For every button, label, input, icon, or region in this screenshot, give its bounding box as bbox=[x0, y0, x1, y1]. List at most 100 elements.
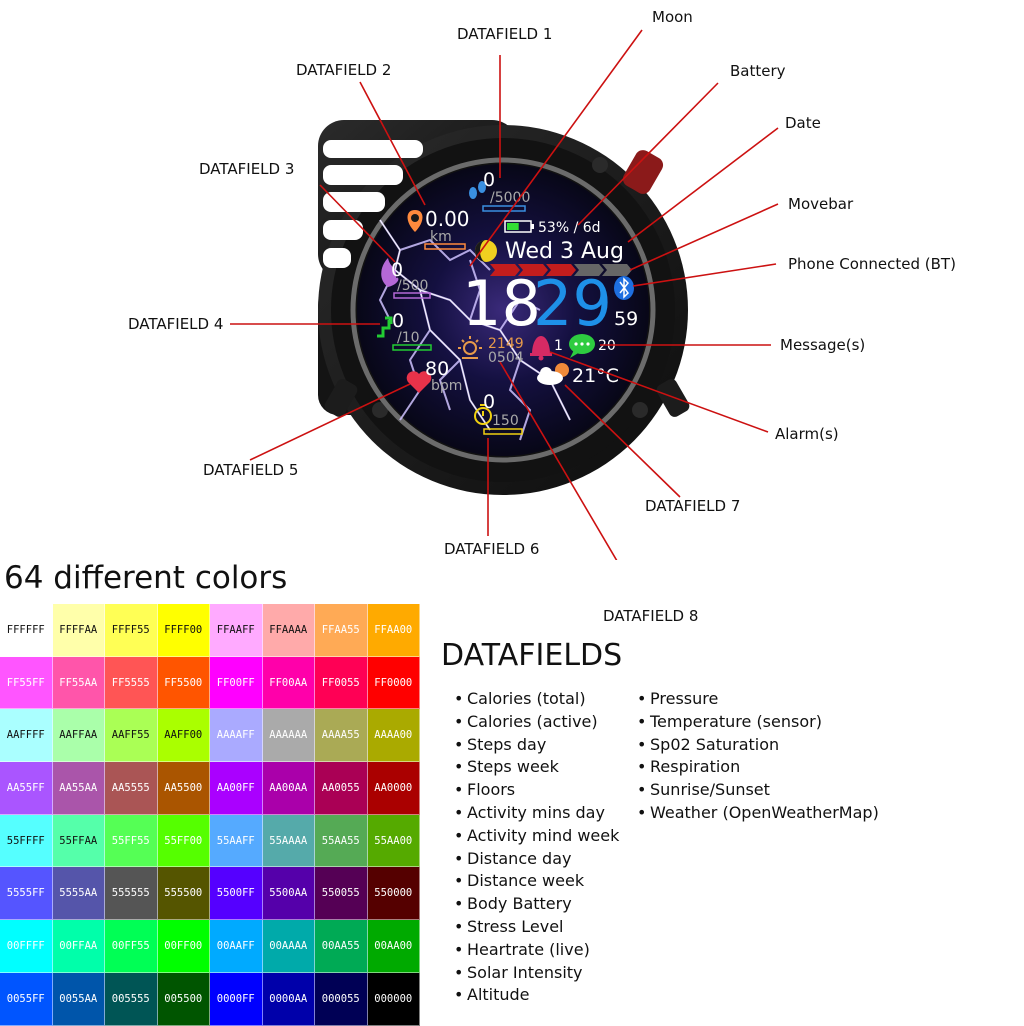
datafield-list-item: Calories (active) bbox=[454, 711, 619, 734]
datafield-list-item: Respiration bbox=[637, 756, 879, 779]
color-swatch: FF55AA bbox=[52, 656, 105, 710]
color-swatch: 0000FF bbox=[210, 972, 263, 1026]
datafield-list-item: Steps week bbox=[454, 756, 619, 779]
color-swatch: AA5500 bbox=[157, 762, 210, 815]
watch-illustration: 0 /5000 0.00 km 53% / 6d Wed 3 Aug 0 /50… bbox=[230, 29, 779, 560]
color-swatch: 5555AA bbox=[52, 867, 105, 921]
color-swatch: AA0000 bbox=[367, 762, 420, 815]
color-swatch: AA00AA bbox=[262, 762, 315, 815]
datafield-list-item: Pressure bbox=[637, 688, 879, 711]
flame-icon bbox=[381, 258, 399, 287]
datafield-list-item: Solar Intensity bbox=[454, 962, 619, 985]
distance-value: 0.00 bbox=[425, 207, 470, 231]
color-swatch: 00FF00 bbox=[157, 920, 210, 973]
datafield-list-item: Activity mins day bbox=[454, 802, 619, 825]
datafield-list-item: Distance week bbox=[454, 870, 619, 893]
cloud-sun-icon bbox=[537, 363, 569, 385]
color-swatch: FF0055 bbox=[315, 656, 368, 710]
color-swatch: FF0000 bbox=[367, 656, 420, 710]
datafield-list-item: Sp02 Saturation bbox=[637, 734, 879, 757]
minute-text: 29 bbox=[533, 267, 612, 340]
message-bubble-icon bbox=[569, 334, 595, 358]
color-swatch: AAAA00 bbox=[367, 709, 420, 763]
color-swatch: AAFFAA bbox=[52, 709, 105, 763]
distance-progress-bar bbox=[424, 243, 466, 250]
datafield-list-item: Sunrise/Sunset bbox=[637, 779, 879, 802]
color-swatch: 005555 bbox=[105, 972, 158, 1026]
color-swatch: 00AAAA bbox=[262, 920, 315, 973]
callout-movebar: Movebar bbox=[788, 195, 854, 213]
datafields-list-column-1: Calories (total)Calories (active)Steps d… bbox=[454, 688, 619, 1007]
color-swatch: FFFFAA bbox=[52, 604, 105, 657]
hour-text: 18 bbox=[462, 267, 541, 340]
alarm-count: 1 bbox=[554, 338, 563, 354]
datafield-list-item: Distance day bbox=[454, 848, 619, 871]
calories-progress-bar bbox=[393, 292, 431, 299]
datafield-list-item: Floors bbox=[454, 779, 619, 802]
callout-datafield-7: DATAFIELD 7 bbox=[645, 497, 741, 515]
case-vents bbox=[323, 140, 423, 268]
datafield-list-item: Heartrate (live) bbox=[454, 939, 619, 962]
color-swatch: AAFF55 bbox=[105, 709, 158, 763]
color-swatch: 0055FF bbox=[0, 972, 53, 1026]
temperature-text: 21°C bbox=[572, 365, 619, 387]
color-swatch: 550000 bbox=[367, 867, 420, 921]
floors-value: 0 bbox=[392, 310, 404, 332]
color-swatch: 0000AA bbox=[262, 972, 315, 1026]
color-swatch: 000000 bbox=[367, 972, 420, 1026]
bezel-ring bbox=[350, 157, 656, 463]
datafields-title: DATAFIELDS bbox=[441, 638, 623, 673]
date-text: Wed 3 Aug bbox=[505, 239, 624, 264]
color-swatch: AA5555 bbox=[105, 762, 158, 815]
color-swatch: AA0055 bbox=[315, 762, 368, 815]
color-swatch: FF55FF bbox=[0, 656, 53, 710]
callout-alarms: Alarm(s) bbox=[775, 425, 839, 443]
color-swatch: 55FF55 bbox=[105, 814, 158, 868]
calories-value: 0 bbox=[391, 259, 403, 281]
color-swatch: 555500 bbox=[157, 867, 210, 921]
steps-progress-bar bbox=[482, 205, 526, 212]
color-swatch: 0055AA bbox=[52, 972, 105, 1026]
callout-lines bbox=[230, 29, 779, 560]
color-swatch: 00AA55 bbox=[315, 920, 368, 973]
color-swatch: FF00AA bbox=[262, 656, 315, 710]
alarm-bell-icon bbox=[530, 336, 552, 361]
callout-moon: Moon bbox=[652, 8, 693, 26]
callout-datafield-1: DATAFIELD 1 bbox=[457, 25, 553, 43]
color-swatch: FFAA55 bbox=[315, 604, 368, 657]
color-swatch: 00AAFF bbox=[210, 920, 263, 973]
color-swatch: FFFF00 bbox=[157, 604, 210, 657]
color-swatch: FFAAAA bbox=[262, 604, 315, 657]
sunrise-icon bbox=[458, 336, 482, 359]
datafield-list-item: Altitude bbox=[454, 984, 619, 1007]
color-swatch: AAAAFF bbox=[210, 709, 263, 763]
datafield-list-item: Body Battery bbox=[454, 893, 619, 916]
color-swatch: FF5555 bbox=[105, 656, 158, 710]
callout-datafield-5: DATAFIELD 5 bbox=[203, 461, 299, 479]
datafield-list-item: Stress Level bbox=[454, 916, 619, 939]
bluetooth-icon bbox=[614, 276, 634, 300]
color-swatch: 5500FF bbox=[210, 867, 263, 921]
color-swatch: FF5500 bbox=[157, 656, 210, 710]
callout-datafield-2: DATAFIELD 2 bbox=[296, 61, 392, 79]
palette-title: 64 different colors bbox=[4, 560, 288, 596]
stopwatch-icon bbox=[474, 404, 492, 425]
battery-text: 53% / 6d bbox=[538, 220, 601, 236]
color-swatch: FFAA00 bbox=[367, 604, 420, 657]
color-swatch: 55AA00 bbox=[367, 814, 420, 868]
color-swatch: 55AAAA bbox=[262, 814, 315, 868]
heart-icon bbox=[406, 371, 432, 393]
floors-goal: /10 bbox=[397, 330, 420, 346]
color-swatch: 550055 bbox=[315, 867, 368, 921]
stairs-icon bbox=[377, 316, 393, 338]
color-swatch: 00AA00 bbox=[367, 920, 420, 973]
callout-phone-connected: Phone Connected (BT) bbox=[788, 255, 956, 273]
color-swatch: 5500AA bbox=[262, 867, 315, 921]
activity-value: 0 bbox=[483, 391, 495, 413]
callout-datafield-6: DATAFIELD 6 bbox=[444, 540, 540, 558]
color-swatch: 000055 bbox=[315, 972, 368, 1026]
datafield-list-item: Temperature (sensor) bbox=[637, 711, 879, 734]
seconds-text: 59 bbox=[614, 308, 638, 330]
color-swatch: AA55AA bbox=[52, 762, 105, 815]
heart-unit: bpm bbox=[431, 378, 462, 394]
